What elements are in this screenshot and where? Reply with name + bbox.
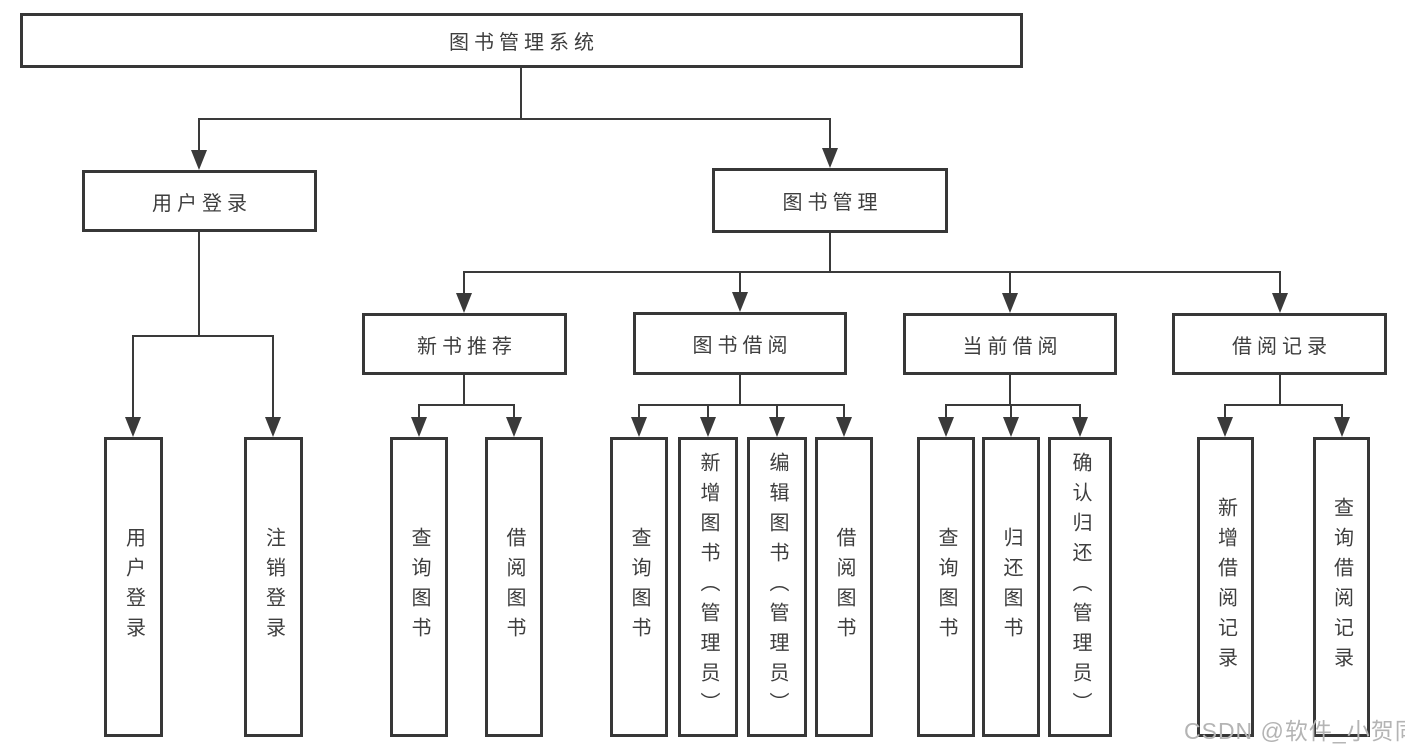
node-label: 归还图书 [1000,527,1022,647]
connector-line [463,271,1281,273]
connector-line [829,233,831,273]
arrowhead-down-icon [191,150,207,170]
node-confirm-return-admin: 确认归还（管理员） [1048,437,1112,737]
watermark: CSDN @软件_小贺同学 [1184,718,1405,744]
connector-line [1079,404,1081,420]
node-label: 图书管理系统 [449,32,599,54]
arrowhead-down-icon [456,293,472,313]
arrowhead-down-icon [1217,417,1233,437]
node-library-management-system: 图书管理系统 [20,13,1023,68]
connector-line [945,404,947,420]
arrowhead-down-icon [836,417,852,437]
arrowhead-down-icon [700,417,716,437]
connector-line [1009,271,1011,296]
node-query-books-recommend: 查询图书 [390,437,448,737]
node-label: 查询借阅记录 [1330,497,1353,677]
connector-line [1224,404,1343,406]
node-borrow-books-borrowing: 借阅图书 [815,437,873,737]
node-label: 查询图书 [935,527,957,647]
connector-line [1224,404,1226,420]
connector-line [132,335,274,337]
connector-line [132,335,134,420]
node-return-books: 归还图书 [982,437,1040,737]
node-logout: 注销登录 [244,437,303,737]
arrowhead-down-icon [411,417,427,437]
connector-line [776,404,778,420]
node-label: 图书管理 [782,192,883,214]
connector-line [418,404,420,420]
arrowhead-down-icon [732,292,748,312]
arrowhead-down-icon [265,417,281,437]
connector-line [829,118,831,151]
connector-line [198,118,200,153]
node-label: 用户登录 [152,192,252,215]
node-label: 新书推荐 [417,335,517,358]
node-query-books-borrowing: 查询图书 [610,437,668,737]
node-borrowing-records: 借阅记录 [1172,313,1387,375]
connector-line [739,375,741,406]
connector-line [1010,404,1012,420]
connector-line [463,271,465,296]
connector-line [198,118,831,120]
node-book-management-module: 图书管理 [712,168,948,233]
node-label: 借阅图书 [833,527,855,647]
connector-line [520,68,522,120]
node-borrow-books-recommend: 借阅图书 [485,437,543,737]
node-label: 当前借阅 [962,335,1063,358]
node-query-books-current: 查询图书 [917,437,975,737]
node-label: 用户登录 [122,527,145,647]
connector-line [463,375,465,406]
arrowhead-down-icon [506,417,522,437]
node-label: 确认归还（管理员） [1069,452,1091,722]
connector-line [739,271,741,295]
connector-line [707,404,709,420]
node-label: 查询图书 [408,527,430,647]
node-add-borrow-record: 新增借阅记录 [1197,437,1254,737]
arrowhead-down-icon [1272,293,1288,313]
connector-line [418,404,515,406]
connector-line [1009,375,1011,406]
node-label: 编辑图书（管理员） [766,452,788,722]
connector-line [272,335,274,420]
node-label: 图书借阅 [692,335,793,357]
node-book-borrowing: 图书借阅 [633,312,847,375]
connector-line [198,232,200,337]
arrowhead-down-icon [769,417,785,437]
arrowhead-down-icon [1334,417,1350,437]
node-label: 借阅记录 [1232,335,1332,358]
node-add-books-admin: 新增图书（管理员） [678,437,738,737]
connector-line [1341,404,1343,420]
node-label: 注销登录 [262,527,285,647]
connector-line [638,404,640,420]
arrowhead-down-icon [938,417,954,437]
node-user-login-leaf: 用户登录 [104,437,163,737]
connector-line [638,404,845,406]
node-query-borrow-record: 查询借阅记录 [1313,437,1370,737]
connector-line [945,404,1081,406]
connector-line [1279,271,1281,296]
arrowhead-down-icon [822,148,838,168]
node-user-login-module: 用户登录 [82,170,317,232]
node-label: 查询图书 [628,527,650,647]
arrowhead-down-icon [1002,293,1018,313]
node-current-borrowing: 当前借阅 [903,313,1117,375]
arrowhead-down-icon [631,417,647,437]
node-label: 新增图书（管理员） [697,452,719,722]
node-label: 新增借阅记录 [1214,497,1237,677]
node-edit-books-admin: 编辑图书（管理员） [747,437,807,737]
arrowhead-down-icon [1003,417,1019,437]
node-label: 借阅图书 [503,527,525,647]
arrowhead-down-icon [125,417,141,437]
connector-line [1279,375,1281,406]
node-new-book-recommendation: 新书推荐 [362,313,567,375]
arrowhead-down-icon [1072,417,1088,437]
connector-line [843,404,845,420]
connector-line [513,404,515,420]
